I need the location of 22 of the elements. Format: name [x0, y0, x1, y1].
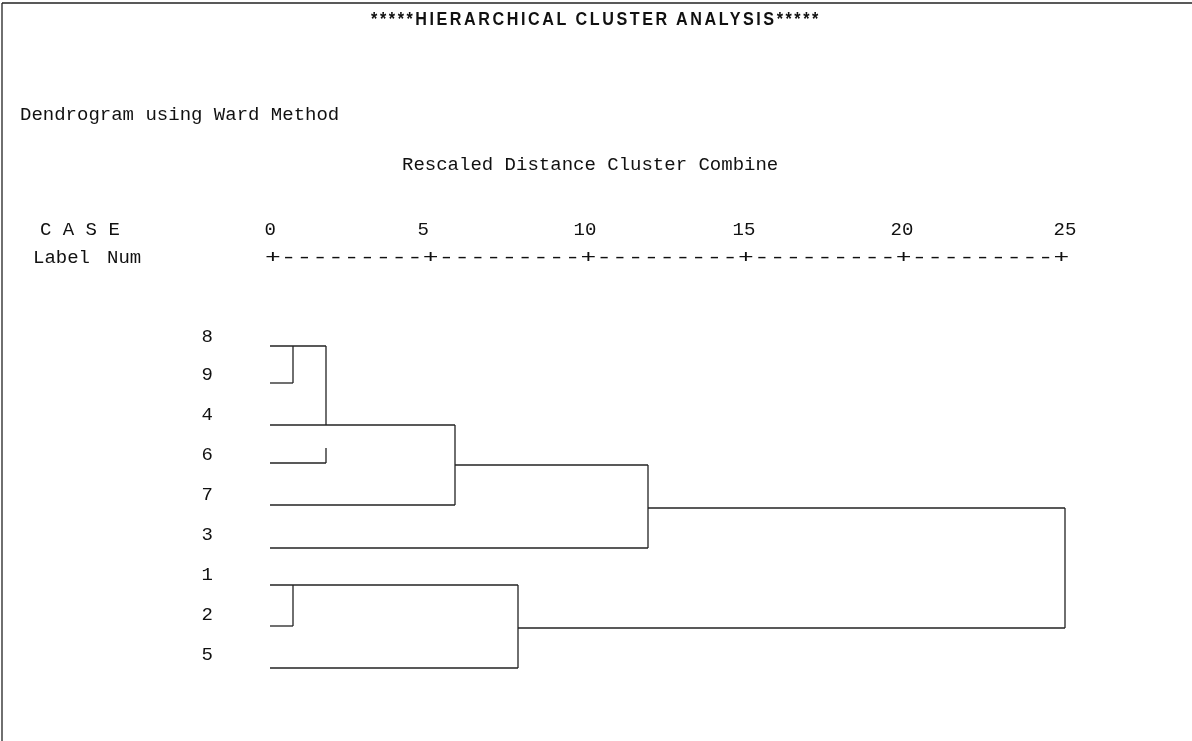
column-heading: C A S E	[40, 219, 120, 241]
case-number: 1	[201, 564, 213, 586]
column-heading: Label	[33, 247, 90, 269]
column-heading: Num	[107, 247, 142, 269]
tick-label: 10	[573, 219, 597, 241]
case-number: 7	[201, 484, 213, 506]
case-number: 5	[201, 644, 213, 666]
axis-title: Rescaled Distance Cluster Combine	[402, 154, 779, 176]
case-number: 8	[201, 326, 213, 348]
subtitle: Dendrogram using Ward Method	[20, 104, 340, 126]
case-number: 4	[201, 404, 213, 426]
title: *****HIERARCHICAL CLUSTER ANALYSIS*****	[370, 8, 822, 30]
case-number: 2	[201, 604, 213, 626]
tick-label: 25	[1053, 219, 1077, 241]
tick-label: 20	[890, 219, 914, 241]
tick-label: 15	[732, 219, 756, 241]
case-number: 6	[201, 444, 213, 466]
tick-label: 5	[417, 219, 429, 241]
tick-label: 0	[264, 219, 276, 241]
axis-line-text: +---------+---------+---------+---------+---------+	[265, 247, 1070, 269]
case-number: 9	[201, 364, 213, 386]
case-number: 3	[201, 524, 213, 546]
